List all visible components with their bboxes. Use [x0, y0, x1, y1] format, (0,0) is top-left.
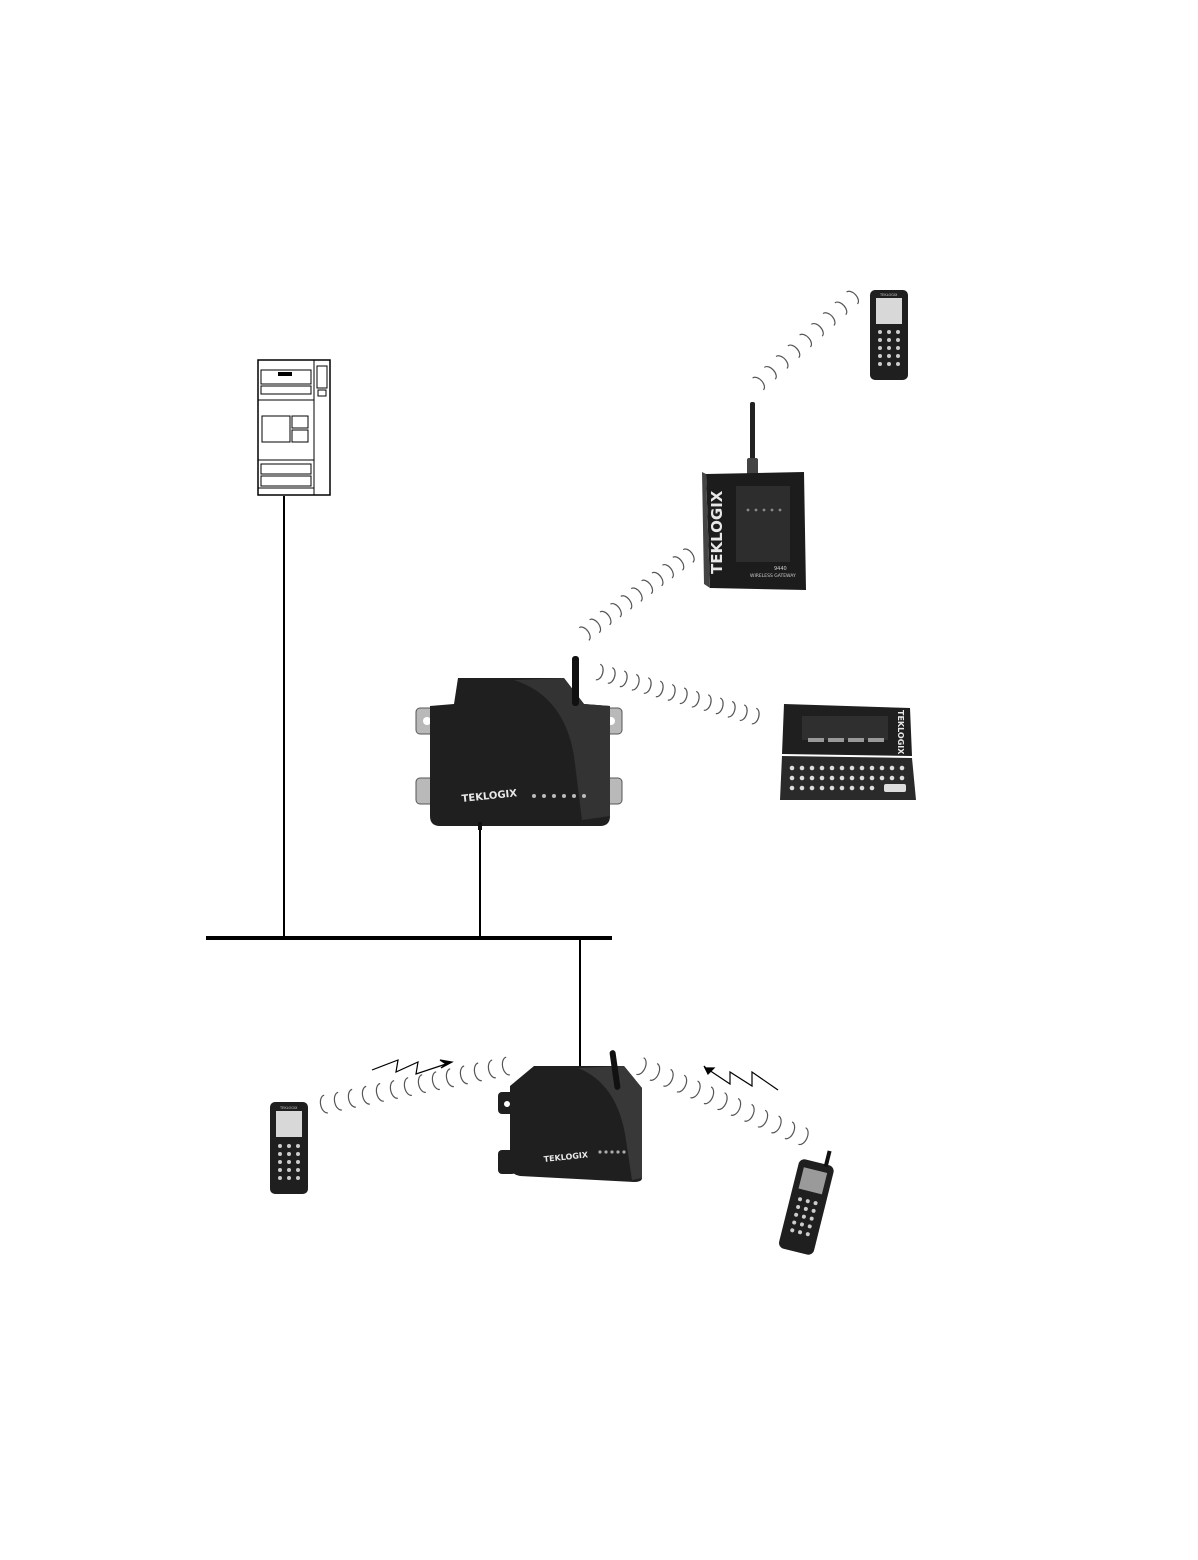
wave-arc — [621, 594, 634, 610]
wave-arc — [683, 547, 696, 563]
wave-arc — [740, 705, 749, 722]
wave-arc — [752, 708, 761, 725]
wave-arc — [600, 609, 613, 625]
wave-arc — [431, 1072, 440, 1091]
wave-arc — [487, 1060, 496, 1079]
wave-arc — [717, 1093, 729, 1112]
lightning-bolt-icon — [372, 1060, 452, 1074]
wave-arc — [673, 555, 686, 571]
wave-arc — [501, 1057, 510, 1076]
wave-arc — [798, 1128, 810, 1147]
wave-arc — [445, 1069, 454, 1088]
wave-arc — [704, 1087, 716, 1106]
vehicle-mount-terminal-icon: TEKLOGIX — [780, 704, 916, 800]
gateway-model-text: 9440 — [774, 566, 787, 572]
wave-arc — [590, 617, 603, 633]
handheld-logo: TEKLOGIX — [279, 1106, 298, 1110]
wave-arc — [663, 1069, 675, 1088]
wave-ap-to-left-handheld — [319, 1057, 510, 1114]
wave-arc — [785, 1122, 797, 1141]
wave-arc — [677, 1075, 689, 1094]
wave-arc — [361, 1086, 370, 1105]
wave-arc — [608, 668, 617, 685]
wave-arc — [403, 1078, 412, 1097]
access-point-icon: TEKLOGIX — [498, 1050, 642, 1182]
wave-arc — [417, 1075, 426, 1094]
wave-arc — [620, 671, 629, 688]
wave-arc — [347, 1089, 356, 1108]
wave-arc — [642, 578, 655, 594]
wave-arc — [731, 1099, 743, 1118]
wave-arc — [744, 1104, 756, 1123]
wave-arc — [690, 1081, 702, 1100]
wireless-gateway-icon: TEKLOGIX 9440 WIRELESS GATEWAY — [702, 402, 806, 590]
wave-arc — [758, 1110, 770, 1129]
terminal-logo-text: TEKLOGIX — [896, 710, 905, 755]
wave-arc — [692, 691, 701, 708]
wave-arc — [753, 375, 767, 390]
wave-arc — [823, 310, 837, 325]
wave-arc — [704, 695, 713, 712]
handheld-terminal-icon: TEKLOGIX — [870, 290, 908, 380]
wave-arc — [656, 681, 665, 698]
wave-arc — [728, 702, 737, 719]
gateway-caption-text: WIRELESS GATEWAY — [750, 573, 796, 579]
handheld-terminal-icon — [778, 1144, 839, 1256]
wave-arc — [835, 300, 849, 315]
wave-arc — [389, 1081, 398, 1100]
wave-arc — [788, 343, 802, 358]
wave-arc — [459, 1066, 468, 1085]
wave-gateway-to-handheld — [753, 289, 861, 390]
wave-arc — [631, 586, 644, 602]
wave-arc — [847, 289, 861, 304]
wave-arc — [375, 1083, 384, 1102]
access-point-icon: TEKLOGIX — [416, 656, 622, 830]
wave-arc — [644, 678, 653, 695]
wave-arc — [680, 688, 689, 705]
handheld-terminal-icon: TEKLOGIX — [270, 1102, 308, 1194]
wave-arc — [473, 1063, 482, 1082]
wave-ap-to-gateway — [579, 547, 696, 641]
wave-arc — [662, 562, 675, 578]
wave-arc — [632, 675, 641, 692]
wave-arc — [764, 364, 778, 379]
wave-arc — [668, 685, 677, 702]
wave-arc — [776, 353, 790, 368]
wave-arc — [650, 1064, 662, 1083]
wave-arc — [596, 664, 605, 681]
wave-arc — [579, 625, 592, 641]
wave-ap-to-right-handheld — [636, 1058, 810, 1147]
wave-arc — [636, 1058, 648, 1077]
wave-arc — [771, 1116, 783, 1135]
wave-arc — [319, 1095, 328, 1114]
wave-arc — [811, 321, 825, 336]
wave-arc — [716, 698, 725, 715]
wave-arc — [652, 570, 665, 586]
wave-arc — [800, 332, 814, 347]
wave-arc — [333, 1092, 342, 1111]
gateway-logo-text: TEKLOGIX — [708, 490, 726, 574]
lightning-bolt-icon — [704, 1066, 778, 1090]
wave-arc — [610, 601, 623, 617]
server-tower-icon — [258, 360, 330, 495]
handheld-logo: TEKLOGIX — [879, 293, 898, 297]
